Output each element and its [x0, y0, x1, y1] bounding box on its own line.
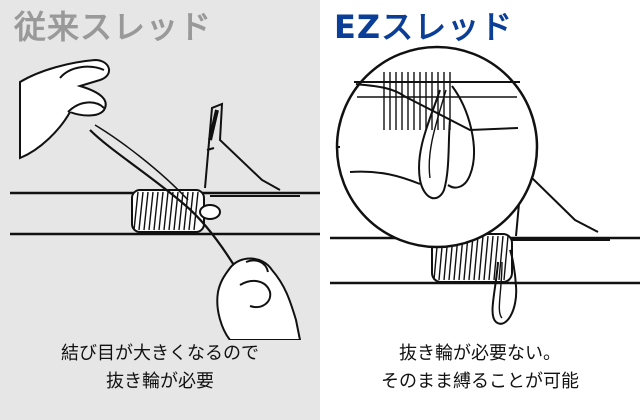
thread-wrap: [131, 189, 221, 233]
ez-thread-panel: EZスレッド: [320, 0, 640, 420]
lower-hand: [216, 257, 302, 340]
ez-thread-caption: 抜き輪が必要ない。 そのまま縛ることが可能: [320, 340, 640, 396]
conventional-thread-panel: 従来スレッド: [0, 0, 320, 420]
caption-line: 抜き輪が必要: [106, 371, 214, 392]
caption-line: そのまま縛ることが可能: [381, 371, 579, 392]
conventional-thread-caption: 結び目が大きくなるので 抜き輪が必要: [0, 340, 320, 396]
rod-guide: [204, 102, 281, 191]
tag-loop: [491, 249, 518, 325]
pull-loop-inner: [94, 124, 189, 201]
magnified-detail: [335, 45, 539, 249]
caption-line: 結び目が大きくなるので: [61, 343, 259, 364]
caption-line: 抜き輪が必要ない。: [399, 343, 561, 364]
tag-loop-inner: [498, 261, 503, 319]
conventional-thread-illustration: [10, 58, 320, 340]
conventional-thread-title: 従来スレッド: [14, 8, 213, 46]
ez-thread-illustration: [330, 45, 640, 325]
pull-loop: [89, 129, 241, 276]
ez-thread-title: EZスレッド: [334, 8, 514, 46]
upper-hand: [19, 58, 110, 160]
